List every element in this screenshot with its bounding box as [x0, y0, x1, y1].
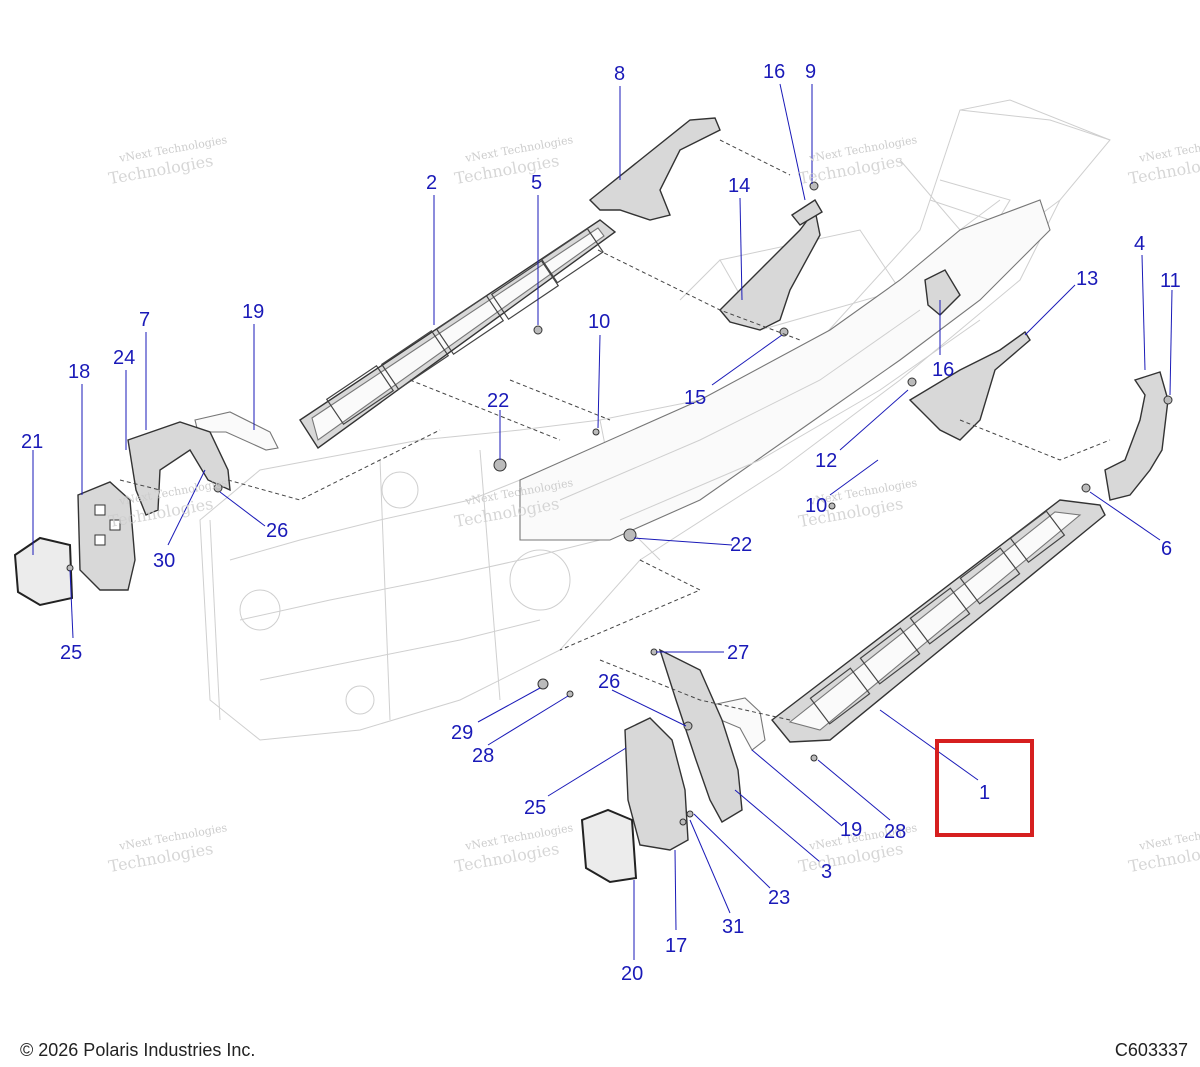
highlight-box: [935, 739, 1034, 837]
callout-label[interactable]: 15: [684, 387, 706, 409]
callout-label[interactable]: 6: [1161, 538, 1172, 560]
watermark: vNext Technologies Technologies: [453, 133, 574, 188]
callout-label[interactable]: 20: [621, 963, 643, 985]
side-cover-left: [13, 536, 74, 607]
callout-label[interactable]: 16: [932, 359, 954, 381]
side-panel-left: [77, 481, 136, 591]
watermark: vNext Technologies Technologies: [453, 821, 574, 876]
callout-label[interactable]: 11: [1160, 270, 1181, 292]
bracket-16-lower: [924, 269, 961, 316]
watermark: vNext Technologies Technologies: [1127, 821, 1200, 876]
callout-label[interactable]: 30: [153, 550, 175, 572]
callout-label[interactable]: 17: [665, 935, 687, 957]
callout-label[interactable]: 13: [1076, 268, 1098, 290]
callout-label[interactable]: 7: [139, 309, 150, 331]
callout-label[interactable]: 31: [722, 916, 744, 938]
bracket-13: [908, 330, 1031, 441]
callout-label[interactable]: 26: [598, 671, 620, 693]
callout-label[interactable]: 19: [242, 301, 264, 323]
callout-label[interactable]: 22: [487, 390, 509, 412]
callout-label[interactable]: 8: [614, 63, 625, 85]
callout-label[interactable]: 26: [266, 520, 288, 542]
callout-label[interactable]: 10: [805, 495, 827, 517]
watermark: vNext Technologies Technologies: [1127, 133, 1200, 188]
callout-label[interactable]: 25: [524, 797, 546, 819]
callout-label[interactable]: 10: [588, 311, 610, 333]
side-bracket-left: [127, 421, 231, 516]
fastener-hardware: [66, 181, 1173, 826]
running-board-right: [770, 499, 1106, 743]
callout-label[interactable]: 25: [60, 642, 82, 664]
callout-label[interactable]: 14: [728, 175, 750, 197]
side-cover-right: [580, 808, 638, 884]
callout-label[interactable]: 28: [472, 745, 494, 767]
callout-label[interactable]: 23: [768, 887, 790, 909]
callout-label[interactable]: 21: [21, 431, 43, 453]
rear-bumper-right: [1104, 371, 1169, 501]
bracket-14: [719, 208, 821, 331]
callout-label[interactable]: 12: [815, 450, 837, 472]
leader-lines: [32, 83, 1173, 960]
callout-label[interactable]: 5: [531, 172, 542, 194]
bracket-16-upper: [790, 199, 823, 226]
callout-label[interactable]: 9: [805, 61, 816, 83]
rear-bumper-left: [588, 117, 721, 221]
copyright-text: © 2026 Polaris Industries Inc.: [20, 1040, 256, 1060]
watermark: vNext Technologies Technologies: [107, 476, 228, 531]
watermark: vNext Technologies Technologies: [107, 133, 228, 188]
callout-label[interactable]: 1: [979, 782, 990, 804]
callout-label[interactable]: 24: [113, 347, 135, 369]
callout-label[interactable]: 3: [821, 861, 832, 883]
callout-label[interactable]: 19: [840, 819, 862, 841]
callout-label[interactable]: 29: [451, 722, 473, 744]
callout-label[interactable]: 16: [763, 61, 785, 83]
callout-label[interactable]: 27: [727, 642, 749, 664]
callout-labels: 8 16 9 2 5 14 4 11 13 19 7 10 18 24 16 1…: [21, 61, 1181, 985]
callout-label[interactable]: 18: [68, 361, 90, 383]
callout-label[interactable]: 28: [884, 821, 906, 843]
side-panel-right: [624, 717, 689, 851]
callout-label[interactable]: 4: [1134, 233, 1145, 255]
watermark: vNext Technologies Technologies: [797, 133, 918, 188]
watermark: vNext Technologies Technologies: [107, 821, 228, 876]
callout-label[interactable]: 22: [730, 534, 752, 556]
assembly-dashed-lines: [119, 139, 1111, 721]
callout-label[interactable]: 2: [426, 172, 437, 194]
running-board-left: [299, 219, 617, 450]
diagram-code: C603337: [1114, 1040, 1188, 1060]
